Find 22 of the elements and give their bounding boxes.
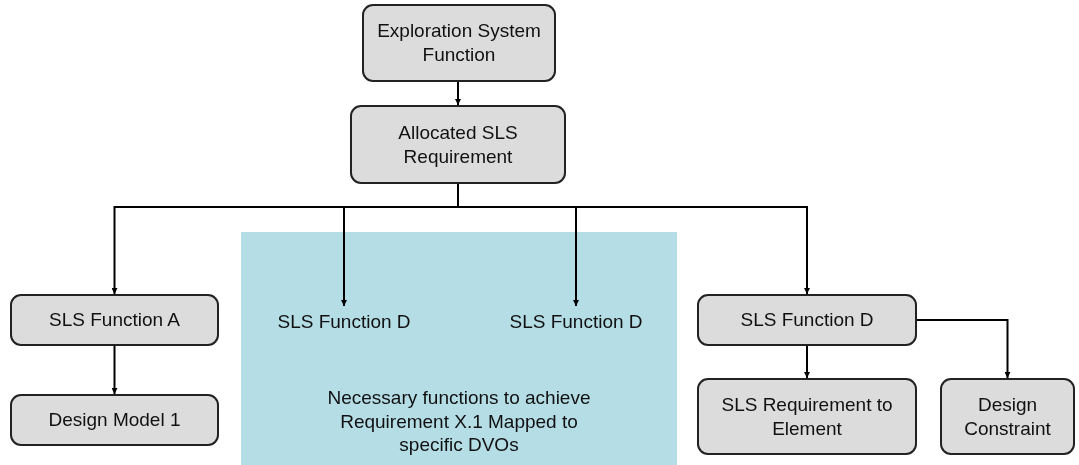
process-box [10, 294, 219, 346]
process-box [350, 105, 566, 184]
process-box [940, 378, 1075, 455]
arrow [804, 345, 810, 379]
process-box [10, 394, 219, 446]
node-text: SLS Function D [740, 308, 874, 332]
node-text: Allocated SLS Requirement [397, 120, 519, 169]
arrow [916, 319, 1011, 379]
arrow [455, 81, 461, 106]
process-box [697, 294, 917, 346]
node-text: SLS Requirement to Element [720, 392, 894, 441]
highlight-band [241, 232, 677, 465]
arrow [111, 345, 118, 395]
node-text: SLS Function A [49, 308, 180, 332]
function-label: SLS Function D [509, 310, 643, 334]
node-text: Design Model 1 [48, 408, 181, 432]
process-box [362, 4, 556, 82]
node-text: Necessary functions to achieve Requirement X.1 Mapped to specific DVOs [326, 385, 592, 457]
function-label: SLS Function D [277, 310, 411, 334]
process-box [697, 378, 917, 455]
node-text: Design Constraint [963, 392, 1052, 441]
node-text: Exploration System Function [376, 19, 542, 67]
